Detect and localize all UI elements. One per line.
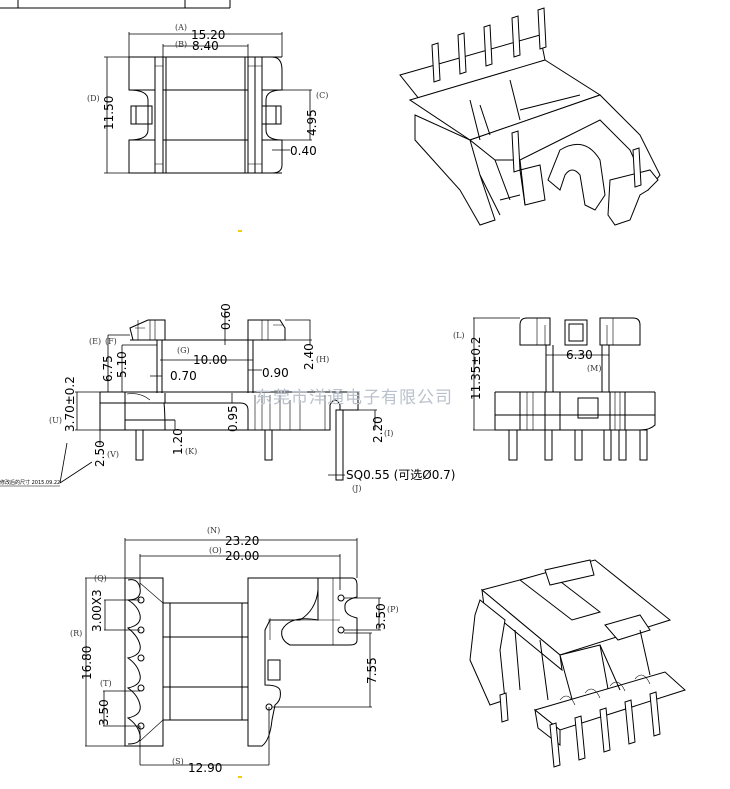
dim-N-value: 23.20 — [225, 534, 259, 548]
dim-S-value: 12.90 — [188, 761, 222, 775]
dim-O-tag: (O) — [209, 546, 222, 555]
pins-top — [431, 7, 642, 188]
dim-B-value: 8.40 — [192, 39, 219, 53]
dim-L-tag: (L) — [453, 331, 465, 340]
dim-H-value: 2.40 — [302, 343, 316, 370]
dim-E-value: 6.75 — [101, 355, 115, 382]
title-block-fragment — [0, 0, 231, 9]
dim-Q-value: 3.00X3 — [90, 589, 104, 632]
dim-D-tag: (D) — [87, 94, 100, 103]
dim-C-tag: (C) — [316, 91, 328, 100]
dim-base-value: 0.95 — [226, 405, 240, 432]
isometric-view-top — [399, 7, 661, 226]
front-view: 东莞市洋通电子有限公司 0.60 (E) (F) 6.75 5.10 (G) 1… — [0, 303, 456, 493]
dim-D-value: 11.50 — [102, 96, 116, 130]
dim-H-tag: (H) — [316, 355, 329, 364]
company-watermark: 东莞市洋通电子有限公司 — [255, 388, 453, 408]
dim-J-tag: (J) — [352, 484, 361, 493]
side-view: (L) 11.35±0.2 6.30 (M) — [453, 317, 656, 461]
marker — [238, 230, 242, 232]
dim-U-tag: (U) — [49, 416, 62, 425]
dim-top-value: 0.60 — [219, 303, 233, 330]
dim-O-value: 20.00 — [225, 549, 259, 563]
dim-E-tag: (E) — [89, 337, 101, 346]
dim-V-value: 2.50 — [93, 440, 107, 467]
dim-offset-value: 7.55 — [365, 657, 379, 684]
dim-Q-tag: (Q) — [94, 574, 107, 583]
dim-L-value: 11.35±0.2 — [469, 337, 483, 401]
dim-V-tag: (V) — [107, 450, 119, 459]
dim-T-tag: (T) — [100, 679, 112, 688]
dim-A-value: 15.20 — [191, 28, 225, 42]
dim-F-value: 5.10 — [115, 351, 129, 378]
dim-M-tag: (M) — [587, 364, 601, 373]
dim-U-value: 3.70±0.2 — [63, 376, 77, 432]
dim-wall-left-value: 0.70 — [170, 369, 197, 383]
dim-K-value: 1.20 — [171, 428, 185, 455]
marker — [238, 776, 242, 778]
pin-holes-left — [137, 596, 145, 730]
dim-I-value: 2.20 — [371, 416, 385, 443]
dim-A-tag: (A) — [175, 23, 187, 32]
dim-F-tag: (F) — [105, 337, 117, 346]
revision-note: 修改后的尺寸 2015.09.22 — [0, 479, 60, 486]
dim-J-value: SQ0.55 (可选Ø0.7) — [346, 468, 456, 482]
pins-bottom — [499, 691, 661, 768]
dim-T-value: 3.50 — [97, 699, 111, 726]
dim-P-value: 3.50 — [374, 603, 388, 630]
dim-I-tag: (I) — [384, 429, 393, 438]
dim-slot-value: 0.40 — [290, 144, 317, 158]
dim-G-tag: (G) — [177, 346, 190, 355]
dim-R-value: 16.80 — [80, 646, 94, 680]
pins-side — [508, 429, 648, 461]
dim-wall-right-value: 0.90 — [262, 366, 289, 380]
dim-C-value: 4.95 — [305, 109, 319, 136]
top-view: (A) 15.20 (B) 8.40 (D) 11.50 (C) 4.95 0.… — [87, 23, 328, 174]
dim-M-value: 6.30 — [566, 348, 593, 362]
dim-S-tag: (S) — [172, 757, 184, 766]
dim-B-tag: (B) — [175, 40, 187, 49]
isometric-view-bottom — [469, 559, 686, 768]
dim-G-value: 10.00 — [193, 353, 227, 367]
dim-R-tag: (R) — [70, 629, 82, 638]
dim-P-tag: (P) — [387, 605, 399, 614]
dim-K-tag: (K) — [185, 447, 197, 456]
dim-N-tag: (N) — [207, 526, 220, 535]
bottom-view: (N) 23.20 (O) 20.00 (R) 16.80 (Q) 3.00X3… — [70, 526, 399, 775]
